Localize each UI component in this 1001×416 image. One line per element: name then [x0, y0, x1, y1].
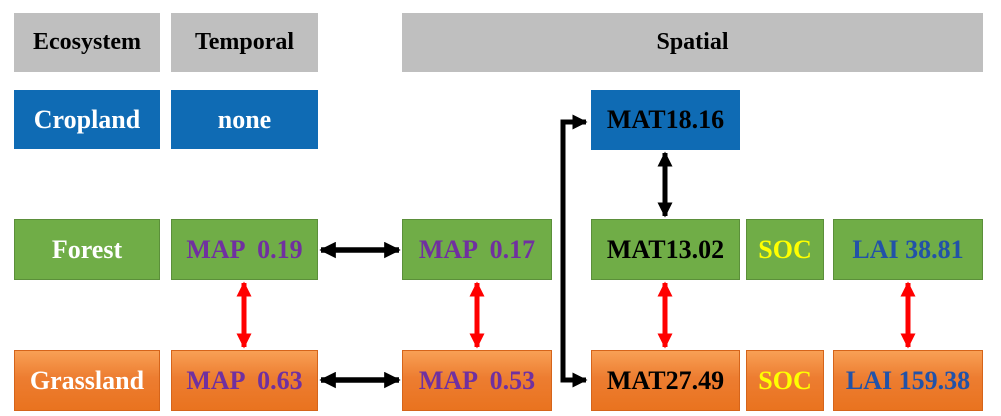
forest-label: Forest — [14, 219, 160, 280]
cropland-temporal-box: none — [171, 90, 318, 149]
grassland-spatial-map-box: MAP 0.53 — [402, 350, 552, 411]
grassland-label: Grassland — [14, 350, 160, 411]
ecosystem-header: Ecosystem — [14, 13, 160, 72]
temporal-header: Temporal — [171, 13, 318, 72]
spatial-header: Spatial — [402, 13, 983, 72]
grassland-soc-box: SOC — [746, 350, 824, 411]
forest-spatial-map-box: MAP 0.17 — [402, 219, 552, 280]
grassland-lai-box: LAI 159.38 — [833, 350, 983, 411]
forest-temporal-map-box: MAP 0.19 — [171, 219, 318, 280]
forest-mat-box: MAT13.02 — [591, 219, 740, 280]
forest-soc-box: SOC — [746, 219, 824, 280]
cropland-grassland-mat-bracket-arrow — [560, 114, 588, 388]
cropland-mat-box: MAT18.16 — [591, 90, 740, 150]
grassland-temporal-map-box: MAP 0.63 — [171, 350, 318, 411]
forest-lai-box: LAI 38.81 — [833, 219, 983, 280]
cropland-label: Cropland — [14, 90, 160, 149]
grassland-mat-box: MAT27.49 — [591, 350, 740, 411]
